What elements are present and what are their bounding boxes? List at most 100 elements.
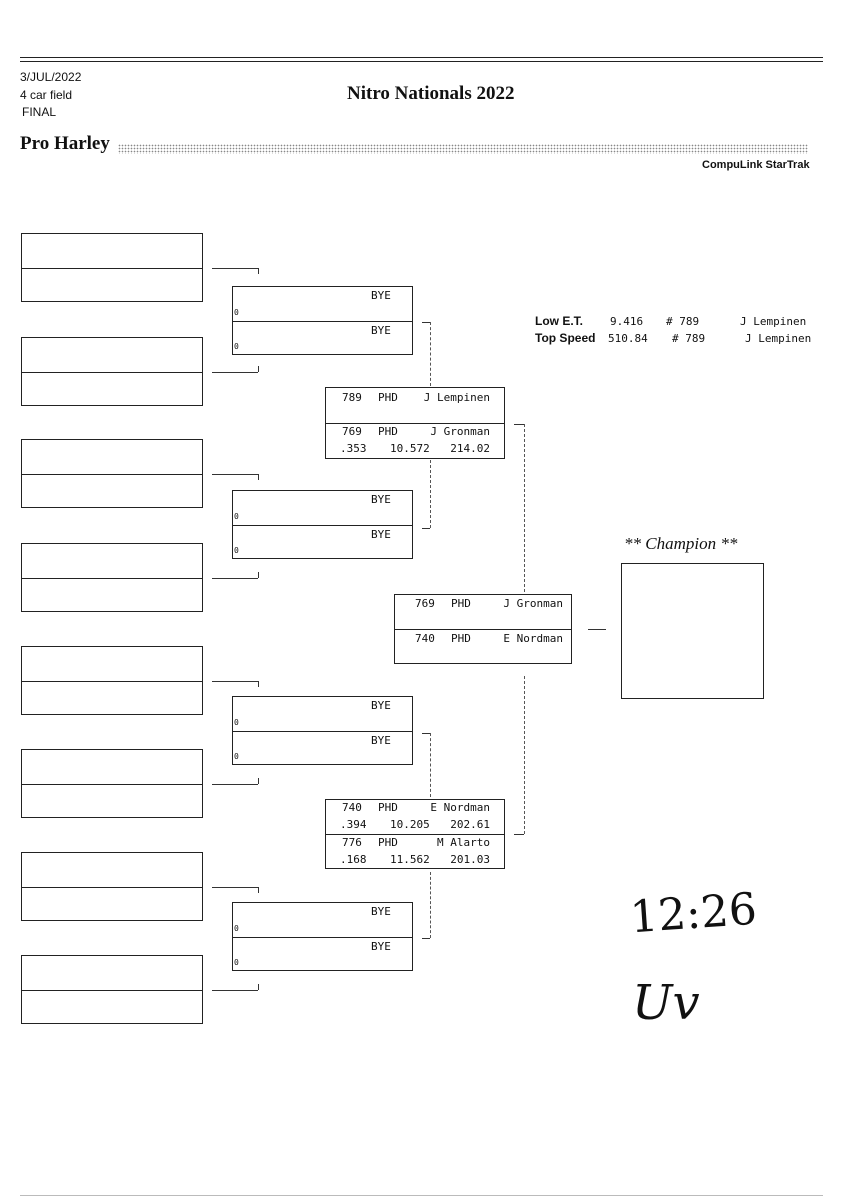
r1-connector (212, 268, 258, 269)
lane-b-score: 0 (234, 342, 239, 351)
lane-a-entry: BYE (371, 289, 391, 302)
final-lane-a: 769 PHD J Gronman (395, 595, 571, 630)
car-number: 776 (342, 836, 362, 849)
car-number: 740 (342, 801, 362, 814)
car-class: PHD (451, 597, 471, 610)
reaction-time: .168 (340, 853, 367, 866)
elapsed-time: 10.572 (390, 442, 430, 455)
r1-connector-tick (258, 366, 259, 372)
semi-connector (514, 424, 524, 425)
car-class: PHD (378, 801, 398, 814)
low-et-label: Low E.T. (535, 314, 583, 328)
r1-connector-tick (258, 268, 259, 274)
semi-connector (524, 676, 525, 834)
car-number: 769 (415, 597, 435, 610)
round1-lane-a (22, 956, 202, 991)
round-label: FINAL (22, 105, 57, 119)
semi-connector (524, 424, 525, 592)
round1-lane-a (22, 750, 202, 785)
r1-connector-tick (258, 681, 259, 687)
round1-pair-5 (21, 646, 203, 715)
semifinal-1-lane-a: 789 PHD J Lempinen (326, 388, 504, 424)
round1-lane-a (22, 234, 202, 269)
car-class: PHD (451, 632, 471, 645)
event-title: Nitro Nationals 2022 (347, 83, 515, 104)
reaction-time: .394 (340, 818, 367, 831)
semifinal-1-box: 789 PHD J Lempinen 769 PHD J Gronman .35… (325, 387, 505, 459)
car-class: PHD (378, 391, 398, 404)
handwritten-initials: Uv (632, 975, 700, 1031)
r1-connector-tick (258, 984, 259, 990)
title-dot-leader (118, 144, 808, 154)
r2-connector (430, 460, 431, 528)
lane-b-entry: BYE (371, 734, 391, 747)
top-speed-value: 510.84 (608, 332, 648, 345)
r1-connector (212, 474, 258, 475)
r1-connector (212, 372, 258, 373)
top-speed-car: # 789 (672, 332, 706, 345)
r2-connector (430, 322, 431, 386)
r1-connector-tick (258, 887, 259, 893)
lane-b-entry: BYE (371, 324, 391, 337)
round2-lane-a (233, 491, 412, 526)
round1-pair-4 (21, 543, 203, 612)
lane-a-entry: BYE (371, 905, 391, 918)
car-class: PHD (378, 836, 398, 849)
champion-label: ** Champion ** (624, 534, 738, 553)
field-size-label: 4 car field (20, 88, 73, 102)
speed: 214.02 (450, 442, 490, 455)
round2-lane-a (233, 287, 412, 322)
round1-pair-8 (21, 955, 203, 1024)
final-to-champion-line (588, 629, 606, 630)
date-label: 3/JUL/2022 (20, 70, 82, 84)
round2-lane-a (233, 697, 412, 732)
r1-connector-tick (258, 474, 259, 480)
final-box: 769 PHD J Gronman 740 PHD E Nordman (394, 594, 572, 664)
elapsed-time: 11.562 (390, 853, 430, 866)
driver-name: J Lempinen (423, 391, 490, 404)
round1-lane-a (22, 647, 202, 682)
driver-name: M Alarto (437, 836, 490, 849)
r1-connector (212, 578, 258, 579)
semi-connector (514, 834, 524, 835)
low-et-car: # 789 (666, 315, 700, 328)
low-et-value: 9.416 (610, 315, 644, 328)
driver-name: J Gronman (430, 425, 490, 438)
lane-a-entry: BYE (371, 493, 391, 506)
lane-b-score: 0 (234, 958, 239, 967)
car-number: 789 (342, 391, 362, 404)
round1-pair-7 (21, 852, 203, 921)
lane-b-entry: BYE (371, 528, 391, 541)
round1-pair-3 (21, 439, 203, 508)
semifinal-2-box: 740 PHD E Nordman .394 10.205 202.61 776… (325, 799, 505, 869)
r1-connector (212, 681, 258, 682)
low-et-driver: J Lempinen (740, 315, 807, 328)
round1-pair-6 (21, 749, 203, 818)
reaction-time: .353 (340, 442, 367, 455)
semifinal-2-lane-b: 776 PHD M Alarto .168 11.562 201.03 (326, 835, 504, 870)
round2-lane-a (233, 903, 412, 938)
lane-a-score: 0 (234, 308, 239, 317)
speed: 202.61 (450, 818, 490, 831)
elapsed-time: 10.205 (390, 818, 430, 831)
class-name: Pro Harley (20, 133, 110, 154)
r2-connector (422, 528, 430, 529)
lane-b-score: 0 (234, 752, 239, 761)
semifinal-2-lane-a: 740 PHD E Nordman .394 10.205 202.61 (326, 800, 504, 835)
final-lane-b: 740 PHD E Nordman (395, 630, 571, 665)
round1-pair-1 (21, 233, 203, 302)
lane-b-entry: BYE (371, 940, 391, 953)
r1-connector (212, 887, 258, 888)
r1-connector (212, 784, 258, 785)
driver-name: J Gronman (503, 597, 563, 610)
lane-a-score: 0 (234, 718, 239, 727)
round1-lane-a (22, 440, 202, 475)
driver-name: E Nordman (503, 632, 563, 645)
r2-connector (430, 733, 431, 797)
r1-connector-tick (258, 572, 259, 578)
champion-box (621, 563, 764, 699)
